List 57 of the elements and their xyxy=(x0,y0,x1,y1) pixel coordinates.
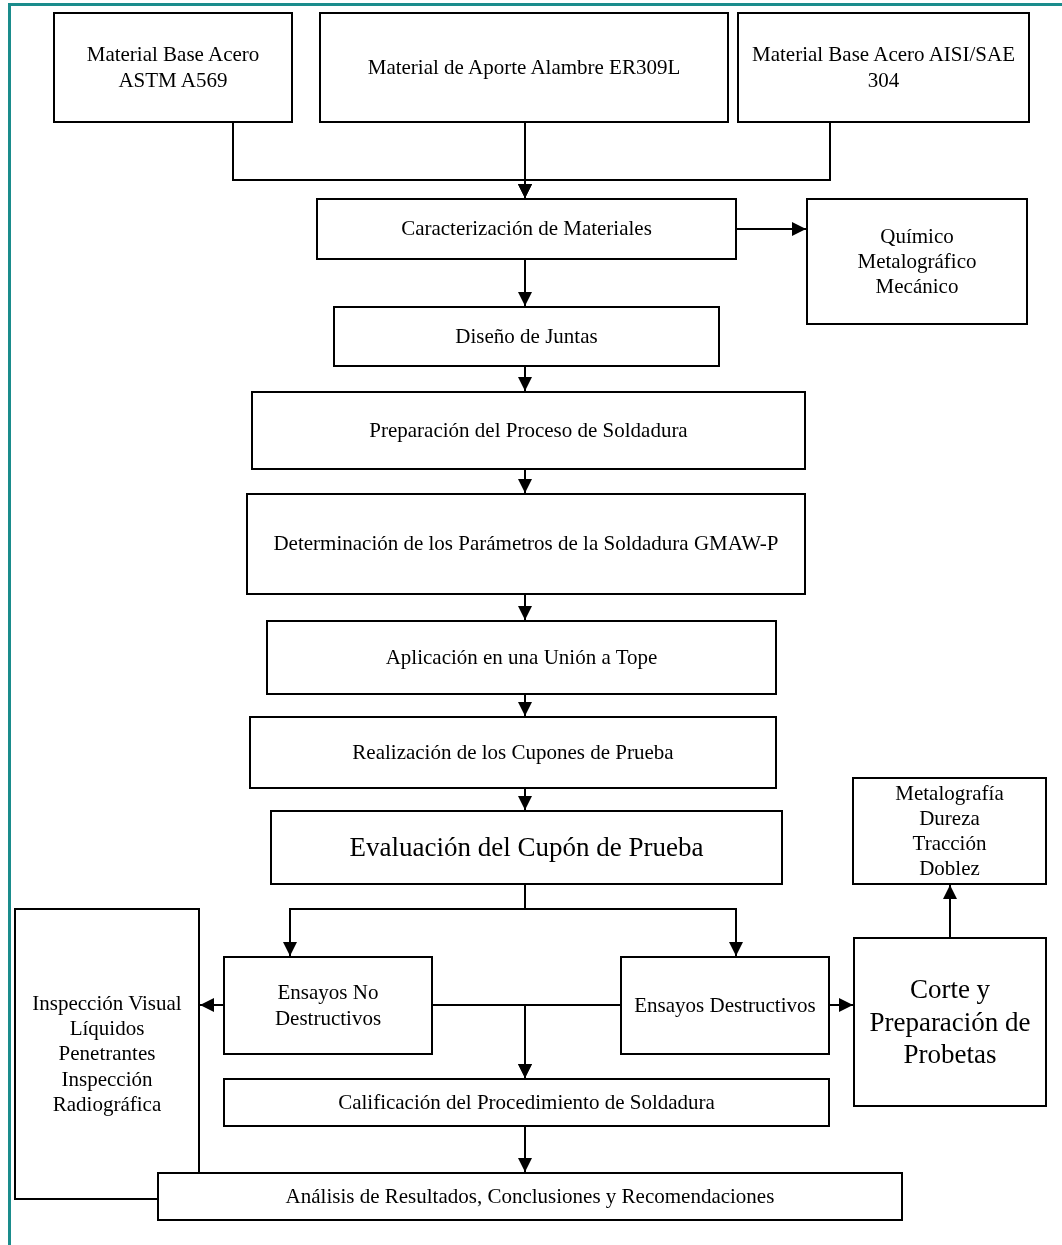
process-box xyxy=(223,956,433,1055)
arrow xyxy=(518,1126,532,1173)
step-label: Preparación del Proceso de Soldadura xyxy=(369,417,688,444)
arrow xyxy=(829,998,854,1012)
step-label: Metalografía xyxy=(895,780,1004,806)
process-box xyxy=(223,1078,830,1127)
step-label: Corte y Preparación de Probetas xyxy=(868,973,1032,1071)
arrow xyxy=(518,259,532,307)
arrow xyxy=(518,788,532,811)
step-label: Líquidos Penetrantes xyxy=(57,1016,157,1067)
step-label: Metalográfico xyxy=(857,248,977,275)
step-label: Diseño de Juntas xyxy=(455,323,598,350)
process-box xyxy=(737,12,1030,123)
process-box xyxy=(620,956,830,1055)
process-box xyxy=(319,12,729,123)
process-box xyxy=(270,810,783,885)
process-box xyxy=(266,620,777,695)
step-label: Material de Aporte Alambre ER309L xyxy=(367,54,681,81)
process-box xyxy=(251,391,806,470)
arrow xyxy=(518,366,532,392)
arrow xyxy=(943,884,957,938)
step-label: Aplicación en una Unión a Tope xyxy=(385,644,658,671)
step-label: Doblez xyxy=(919,856,980,882)
process-box xyxy=(53,12,293,123)
process-box xyxy=(853,937,1047,1107)
arrow xyxy=(524,884,743,957)
step-label: Químico xyxy=(880,223,954,249)
arrow xyxy=(518,469,532,494)
arrow xyxy=(518,122,831,199)
step-label: Inspección Visual xyxy=(32,991,182,1017)
arrow xyxy=(518,1004,621,1079)
arrow xyxy=(199,998,224,1012)
step-label: Inspección Radiográfica xyxy=(51,1066,163,1117)
process-box xyxy=(852,777,1047,885)
step-label: Material Base Acero ASTM A569 xyxy=(85,42,261,93)
step-label: Caracterización de Materiales xyxy=(401,216,652,242)
step-label: Realización de los Cupones de Prueba xyxy=(352,739,674,766)
process-box xyxy=(14,908,200,1200)
step-label: Ensayos No Destructivos xyxy=(273,980,383,1031)
process-box xyxy=(333,306,720,367)
step-label: Determinación de los Parámetros de la Soldadura GMAW-P xyxy=(273,531,779,557)
arrow xyxy=(518,694,532,717)
arrow xyxy=(736,222,807,236)
process-box xyxy=(246,493,806,595)
step-label: Ensayos Destructivos xyxy=(634,992,816,1019)
step-label: Análisis de Resultados, Conclusiones y Recomendaciones xyxy=(285,1183,775,1210)
process-box xyxy=(249,716,777,789)
step-label: Tracción xyxy=(912,831,987,857)
arrow xyxy=(518,594,532,621)
step-label: Calificación del Procedimiento de Soldadura xyxy=(338,1089,715,1116)
process-box xyxy=(157,1172,903,1221)
step-label: Evaluación del Cupón de Prueba xyxy=(349,831,704,864)
step-label: Material Base Acero AISI/SAE 304 xyxy=(751,42,1016,93)
process-box xyxy=(316,198,737,260)
process-box xyxy=(806,198,1028,325)
step-label: Mecánico xyxy=(875,274,959,300)
step-label: Dureza xyxy=(919,805,980,831)
